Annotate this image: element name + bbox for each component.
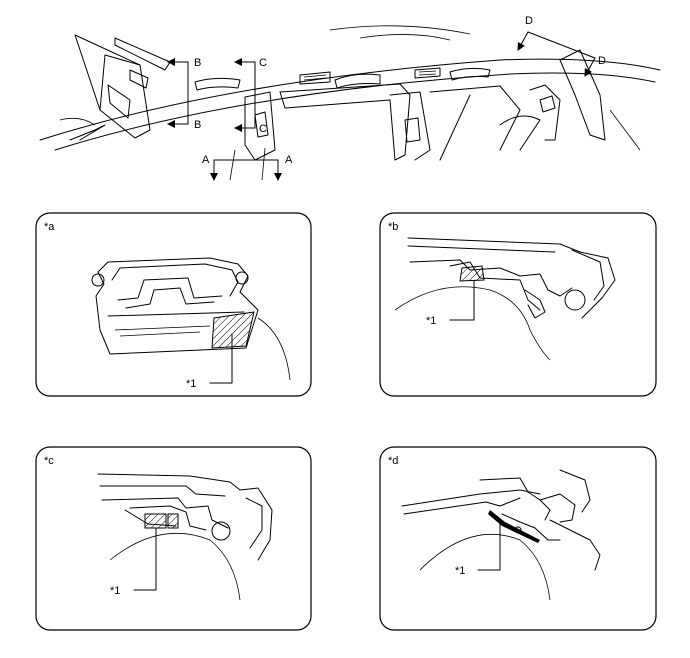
vehicle-overview: B B C C A A D D (39, 15, 661, 181)
section-b-marker: B B (167, 57, 201, 131)
panel-d-callout: *1 (455, 565, 465, 577)
panel-a-callout: *1 (186, 378, 196, 390)
section-panel-a: *a *1 (35, 212, 312, 397)
panel-d-tag: *d (388, 455, 398, 467)
label-a-left: A (202, 154, 210, 166)
section-c-marker: C C (234, 57, 267, 135)
label-c-top: C (259, 57, 267, 69)
panel-b-callout: *1 (426, 315, 436, 327)
label-b-bottom: B (194, 119, 201, 131)
grab-handle-left (194, 77, 241, 91)
panel-b-tag: *b (388, 221, 398, 233)
label-d-left: D (525, 15, 533, 27)
section-panel-c: *c *1 (35, 446, 312, 631)
section-panel-d: *d *1 (379, 446, 657, 631)
label-c-bottom: C (259, 123, 267, 135)
section-panel-b: *b *1 (379, 212, 657, 397)
label-b-top: B (194, 57, 201, 69)
section-d-marker: D D (517, 15, 606, 77)
label-a-right: A (285, 154, 293, 166)
section-a-marker: A A (202, 147, 293, 181)
panel-c-tag: *c (44, 455, 54, 467)
center-console-roof (244, 67, 521, 161)
panel-a-tag: *a (44, 221, 55, 233)
label-d-right: D (598, 55, 606, 67)
right-pillar (499, 49, 641, 151)
panel-c-callout: *1 (110, 585, 120, 597)
left-pillar (59, 34, 171, 141)
